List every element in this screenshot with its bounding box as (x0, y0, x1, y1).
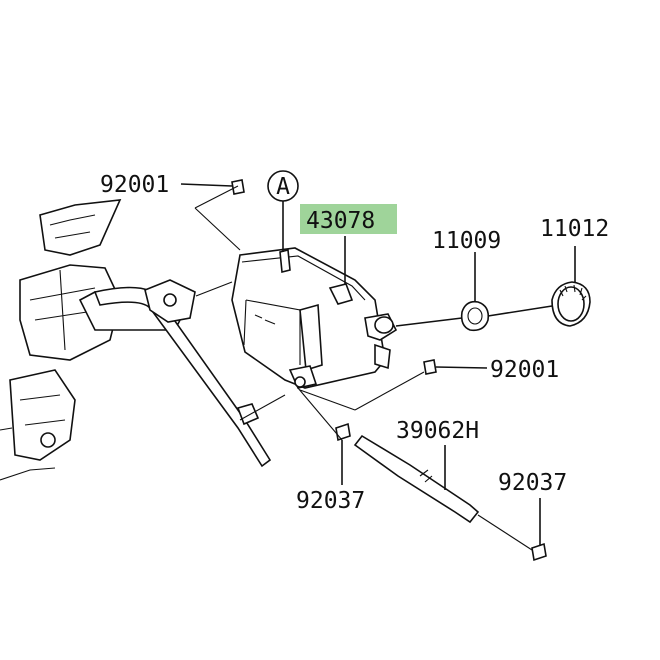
part-label-92037-left: 92037 (296, 488, 365, 514)
frame-structure (0, 199, 272, 481)
reservoir-tank (231, 247, 398, 389)
hose-part (353, 434, 480, 524)
reservoir-cap-part (551, 281, 591, 327)
cap-gasket-part (460, 300, 490, 332)
part-label-92001-top: 92001 (100, 172, 169, 198)
part-label-11012: 11012 (540, 216, 609, 242)
ref-a-label: A (276, 174, 290, 200)
part-label-11009: 11009 (432, 228, 501, 254)
part-label-39062h: 39062H (396, 418, 479, 444)
leader-lines (180, 183, 576, 551)
part-label-43078: 43078 (306, 208, 375, 234)
part-highlight (300, 204, 397, 234)
part-label-92001-right: 92001 (490, 357, 559, 383)
reference-circle (267, 170, 299, 202)
part-label-92037-right: 92037 (498, 470, 567, 496)
